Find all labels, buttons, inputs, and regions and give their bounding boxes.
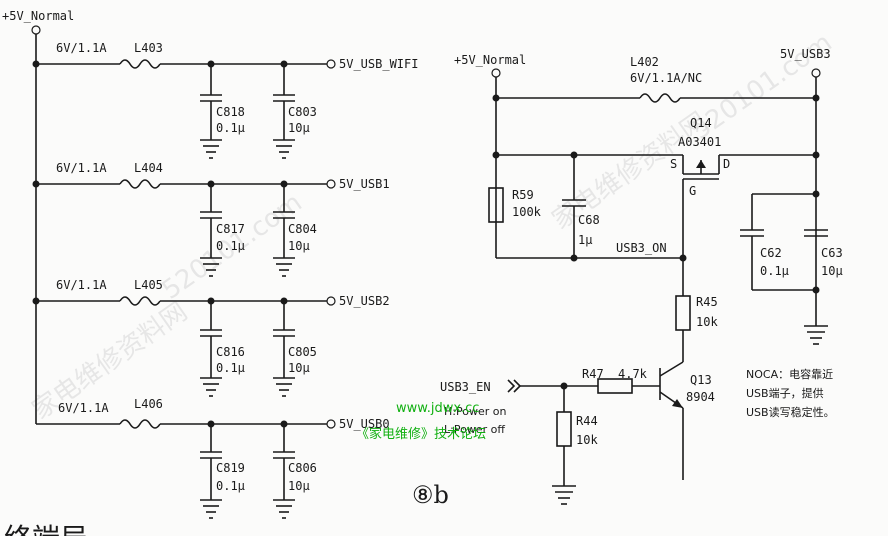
fuse-rating: 6V/1.1A [56, 278, 107, 292]
fuse-rating: 6V/1.1A [56, 161, 107, 175]
r59-value: 100k [512, 205, 542, 219]
cap-ref: C803 [288, 105, 317, 119]
cap-ref: C806 [288, 461, 317, 475]
svg-text:USB读写稳定性。: USB读写稳定性。 [746, 405, 835, 419]
output-label: 5V_USB3 [780, 47, 831, 61]
r44-value: 10k [576, 433, 598, 447]
rail-terminal [31, 25, 41, 35]
q14-part: A03401 [678, 135, 721, 149]
cap-value: 0.1µ [216, 121, 245, 135]
cap-ref: C816 [216, 345, 245, 359]
net-label: USB3_ON [616, 241, 667, 255]
right-section: +5V_Normal 5V_USB3 L402 6V/1.1A/NC Q14 [440, 47, 843, 505]
fuse-ref: L405 [134, 278, 163, 292]
c68-ref: C68 [578, 213, 600, 227]
svg-text:USB端子，提供: USB端子，提供 [746, 386, 824, 400]
l402-ref: L402 [630, 55, 659, 69]
r47-resistor [597, 378, 633, 394]
left-section: +5V_Normal 6V/1.1A L403 5V_USB_WIFI C818… [2, 9, 418, 519]
q14-ref: Q14 [690, 116, 712, 130]
cap-value: 0.1µ [216, 479, 245, 493]
c62-value: 0.1µ [760, 264, 789, 278]
r59-resistor [488, 187, 504, 223]
r45-ref: R45 [696, 295, 718, 309]
r47-ref: R47 [582, 367, 604, 381]
enable-low: L:Power off [444, 423, 505, 436]
rail-label: +5V_Normal [2, 9, 74, 23]
q14-mosfet: Q14 A03401 S D G [670, 116, 730, 258]
output-label: 5V_USB0 [339, 417, 390, 431]
pin-g: G [689, 184, 696, 198]
output-label: 5V_USB2 [339, 294, 390, 308]
cap-value: 10µ [288, 239, 310, 253]
branch-usb0: 6V/1.1A L406 5V_USB0 C819 0.1µ C806 10µ [36, 397, 390, 519]
cap-value: 0.1µ [216, 239, 245, 253]
cap-value: 10µ [288, 479, 310, 493]
cap-value: 10µ [288, 361, 310, 375]
c68-value: 1µ [578, 233, 592, 247]
pin-s: S [670, 157, 677, 171]
fuse-rating: 6V/1.1A [56, 41, 107, 55]
cap-ref: C817 [216, 222, 245, 236]
overlay-site: www.jdwx.cc [396, 401, 479, 416]
cap-ref: C818 [216, 105, 245, 119]
cap-ref: C819 [216, 461, 245, 475]
cap-ref: C804 [288, 222, 317, 236]
partial-caption: 终端局 [4, 522, 88, 536]
enable-high: H:Power on [444, 405, 506, 418]
fuse-ref: L406 [134, 397, 163, 411]
q13-transistor: Q13 8904 [659, 361, 715, 480]
branch-wifi: 6V/1.1A L403 5V_USB_WIFI C818 0.1µ C803 … [32, 41, 418, 159]
cap-ref: C805 [288, 345, 317, 359]
l402-value: 6V/1.1A/NC [630, 71, 702, 85]
overlay-forum: 《家电维修》技术论坛 [356, 426, 486, 442]
fuse-rating: 6V/1.1A [58, 401, 109, 415]
r44-ref: R44 [576, 414, 598, 428]
r44-resistor [556, 411, 572, 447]
branch-usb1: 6V/1.1A L404 5V_USB1 C817 0.1µ C804 10µ [32, 161, 390, 277]
input-label: +5V_Normal [454, 53, 526, 67]
figure-label: ⑧b [412, 481, 449, 509]
svg-text:NOCA：电容靠近: NOCA：电容靠近 [746, 367, 833, 381]
c62-ref: C62 [760, 246, 782, 260]
svg-text:家电维修资料网: 家电维修资料网 [547, 107, 713, 236]
cap-value: 0.1µ [216, 361, 245, 375]
fuse-ref: L404 [134, 161, 163, 175]
c63-ref: C63 [821, 246, 843, 260]
q13-ref: Q13 [690, 373, 712, 387]
enable-label: USB3_EN [440, 380, 491, 394]
output-label: 5V_USB_WIFI [339, 57, 418, 71]
watermark: 家电维修资料网 520101.com 家电维修资料网 520101.com [27, 28, 838, 426]
output-label: 5V_USB1 [339, 177, 390, 191]
q13-part: 8904 [686, 390, 715, 404]
r59-ref: R59 [512, 188, 534, 202]
fuse-ref: L403 [134, 41, 163, 55]
cap-value: 10µ [288, 121, 310, 135]
c63-value: 10µ [821, 264, 843, 278]
branch-usb2: 6V/1.1A L405 5V_USB2 C816 0.1µ C805 10µ [32, 278, 390, 397]
svg-text:家电维修资料网: 家电维修资料网 [27, 297, 193, 426]
r45-value: 10k [696, 315, 718, 329]
pin-d: D [723, 157, 730, 171]
note: NOCA：电容靠近 USB端子，提供 USB读写稳定性。 [746, 367, 835, 419]
r47-value: 4.7k [618, 367, 648, 381]
r45-resistor [675, 295, 691, 331]
